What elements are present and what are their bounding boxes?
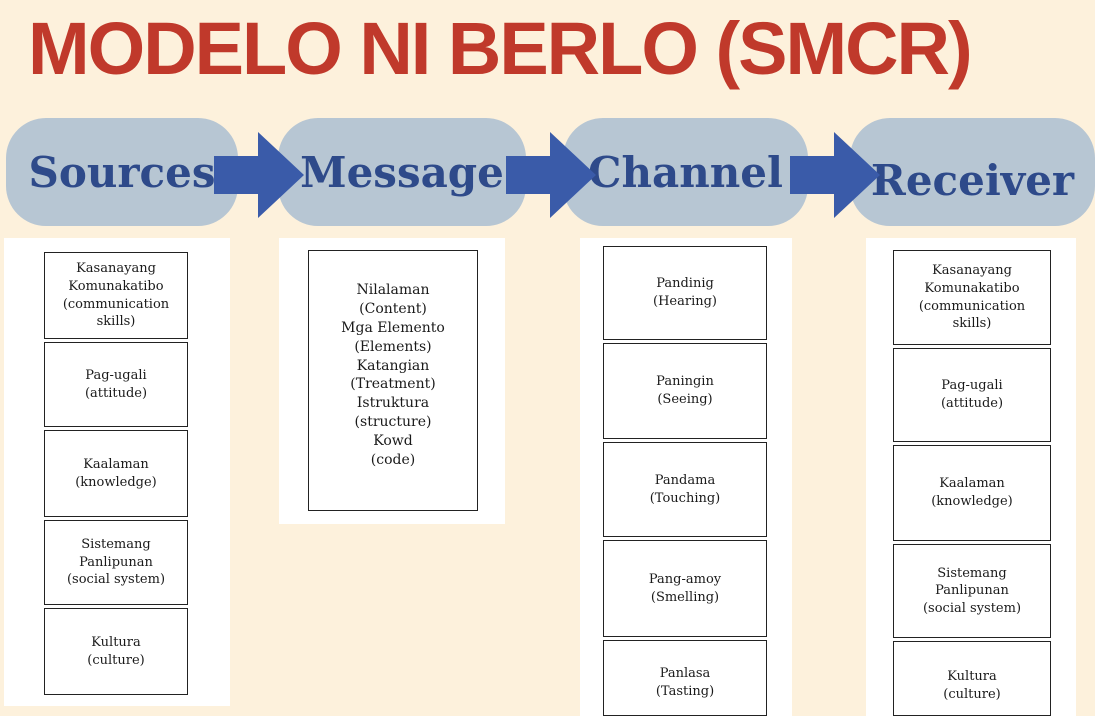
stage-channel: Channel xyxy=(563,118,808,226)
sources-box: Kultura (culture) xyxy=(44,608,188,695)
receiver-box: Pag-ugali (attitude) xyxy=(893,348,1051,442)
sources-box: Sistemang Panlipunan (social system) xyxy=(44,520,188,605)
channel-box: Panlasa (Tasting) xyxy=(603,640,767,716)
sources-box: Kasanayang Komunakatibo (communication s… xyxy=(44,252,188,339)
sources-box: Kaalaman (knowledge) xyxy=(44,430,188,517)
channel-box: Pandinig (Hearing) xyxy=(603,246,767,340)
page-title: MODELO NI BERLO (SMCR) xyxy=(28,7,973,90)
receiver-box: Kultura (culture) xyxy=(893,641,1051,716)
channel-box: Pang-amoy (Smelling) xyxy=(603,540,767,637)
stage-sources: Sources xyxy=(6,118,238,226)
sources-box: Pag-ugali (attitude) xyxy=(44,342,188,427)
channel-box: Paningin (Seeing) xyxy=(603,343,767,439)
receiver-box: Kaalaman (knowledge) xyxy=(893,445,1051,541)
arrow-right-icon xyxy=(790,132,880,218)
stage-receiver: Receiver xyxy=(850,118,1095,226)
receiver-box: Sistemang Panlipunan (social system) xyxy=(893,544,1051,638)
arrow-right-icon xyxy=(214,132,304,218)
stage-message: Message xyxy=(278,118,526,226)
channel-box: Pandama (Touching) xyxy=(603,442,767,537)
receiver-box: Kasanayang Komunakatibo (communication s… xyxy=(893,250,1051,345)
arrow-right-icon xyxy=(506,132,596,218)
message-box: Nilalaman (Content) Mga Elemento (Elemen… xyxy=(308,250,478,511)
